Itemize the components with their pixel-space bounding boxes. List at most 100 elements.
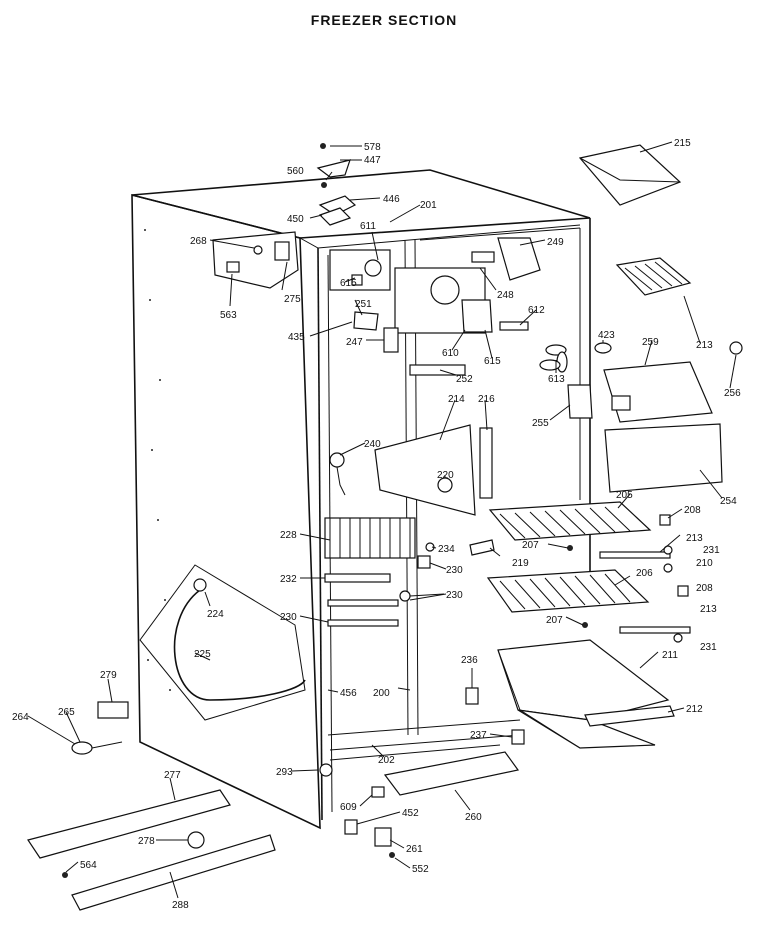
part-447-cap bbox=[316, 159, 351, 178]
label-202: 202 bbox=[378, 755, 395, 766]
label-612: 612 bbox=[528, 305, 545, 316]
label-265: 265 bbox=[58, 707, 75, 718]
label-278: 278 bbox=[138, 836, 155, 847]
part-611-grommet bbox=[364, 259, 382, 277]
part-219-damper bbox=[469, 539, 495, 556]
part-247-socket bbox=[383, 327, 399, 353]
label-578: 578 bbox=[364, 142, 381, 153]
part-211-bucket bbox=[497, 639, 670, 749]
label-446: 446 bbox=[383, 194, 400, 205]
label-615: 615 bbox=[340, 278, 357, 289]
part-216-channel bbox=[479, 427, 493, 499]
label-277: 277 bbox=[164, 770, 181, 781]
part-255-cover bbox=[567, 384, 593, 419]
label-247: 247 bbox=[346, 337, 363, 348]
part-256-knob bbox=[729, 341, 743, 355]
part-277-rail bbox=[27, 789, 231, 859]
label-234: 234 bbox=[438, 544, 455, 555]
part-288-grille bbox=[71, 834, 276, 911]
part-248-hole bbox=[430, 275, 460, 305]
part-230c-rail bbox=[327, 619, 399, 627]
label-240: 240 bbox=[364, 439, 381, 450]
label-450: 450 bbox=[287, 214, 304, 225]
part-232-rail bbox=[324, 573, 391, 583]
label-200: 200 bbox=[373, 688, 390, 699]
label-220: 220 bbox=[437, 470, 454, 481]
part-231-bolt bbox=[663, 545, 673, 555]
part-224-fitting bbox=[193, 578, 207, 592]
part-615-clip bbox=[351, 274, 363, 286]
label-610: 610 bbox=[442, 348, 459, 359]
part-578-screw bbox=[320, 143, 326, 149]
part-213c-rail bbox=[619, 626, 691, 634]
part-552-screw bbox=[389, 852, 395, 858]
part-259-cover bbox=[603, 361, 713, 423]
part-260-pan bbox=[383, 751, 520, 796]
part-236-clip bbox=[465, 687, 479, 705]
part-215-bin bbox=[578, 144, 682, 206]
part-254-panel bbox=[604, 423, 723, 493]
part-237-clip bbox=[511, 729, 525, 745]
part-252-grille bbox=[409, 364, 466, 376]
label-259: 259 bbox=[642, 337, 659, 348]
label-564: 564 bbox=[80, 860, 97, 871]
part-230-clip bbox=[417, 555, 431, 569]
label-260: 260 bbox=[465, 812, 482, 823]
part-275-switch bbox=[274, 241, 290, 261]
part-labels: 578 447 560 446 450 215 201 611 268 249 … bbox=[12, 138, 741, 911]
part-423-nut bbox=[594, 342, 612, 354]
label-206: 206 bbox=[636, 568, 653, 579]
label-211: 211 bbox=[662, 650, 678, 661]
label-213b: 213 bbox=[686, 533, 703, 544]
label-205: 205 bbox=[616, 490, 633, 501]
label-216: 216 bbox=[478, 394, 495, 405]
label-219: 219 bbox=[512, 558, 529, 569]
label-207b: 207 bbox=[546, 615, 563, 626]
label-208b: 208 bbox=[696, 583, 713, 594]
label-213c: 213 bbox=[700, 604, 717, 615]
part-450-dial bbox=[318, 207, 352, 226]
label-563: 563 bbox=[220, 310, 237, 321]
label-228: 228 bbox=[280, 530, 297, 541]
part-213b-rail bbox=[599, 551, 671, 559]
label-207: 207 bbox=[522, 540, 539, 551]
label-279: 279 bbox=[100, 670, 117, 681]
part-207b-pin bbox=[582, 622, 588, 628]
label-201: 201 bbox=[420, 200, 437, 211]
part-560-screw bbox=[321, 182, 327, 188]
label-225: 225 bbox=[194, 649, 211, 660]
part-230b-cap bbox=[399, 590, 411, 602]
part-230-rail bbox=[327, 599, 399, 607]
label-214: 214 bbox=[448, 394, 465, 405]
label-252: 252 bbox=[456, 374, 473, 385]
label-213: 213 bbox=[696, 340, 713, 351]
label-435: 435 bbox=[288, 332, 305, 343]
part-261-bracket bbox=[374, 827, 392, 847]
part-225-liner bbox=[139, 564, 306, 721]
label-615b: 615 bbox=[484, 356, 501, 367]
part-249-duct bbox=[497, 237, 541, 281]
label-249: 249 bbox=[547, 237, 564, 248]
label-210: 210 bbox=[696, 558, 713, 569]
label-609: 609 bbox=[340, 802, 357, 813]
part-452-clip bbox=[344, 819, 358, 835]
part-265-pin bbox=[91, 741, 123, 749]
label-230b: 230 bbox=[446, 590, 463, 601]
label-261: 261 bbox=[406, 844, 423, 855]
label-251: 251 bbox=[355, 299, 372, 310]
part-225-tube bbox=[173, 589, 306, 701]
part-214-evaporator-cover bbox=[374, 424, 476, 516]
label-256: 256 bbox=[724, 388, 741, 399]
label-452: 452 bbox=[402, 808, 419, 819]
label-611: 611 bbox=[360, 221, 376, 232]
label-288: 288 bbox=[172, 900, 189, 911]
diagram-title: FREEZER SECTION bbox=[310, 12, 458, 28]
part-249-cover bbox=[471, 251, 495, 263]
label-224: 224 bbox=[207, 609, 224, 620]
part-279-bracket bbox=[97, 701, 129, 719]
evaporator-area bbox=[324, 237, 612, 627]
label-560: 560 bbox=[287, 166, 304, 177]
label-456: 456 bbox=[340, 688, 357, 699]
part-231b-bolt bbox=[673, 633, 683, 643]
part-278-roller bbox=[187, 831, 205, 849]
